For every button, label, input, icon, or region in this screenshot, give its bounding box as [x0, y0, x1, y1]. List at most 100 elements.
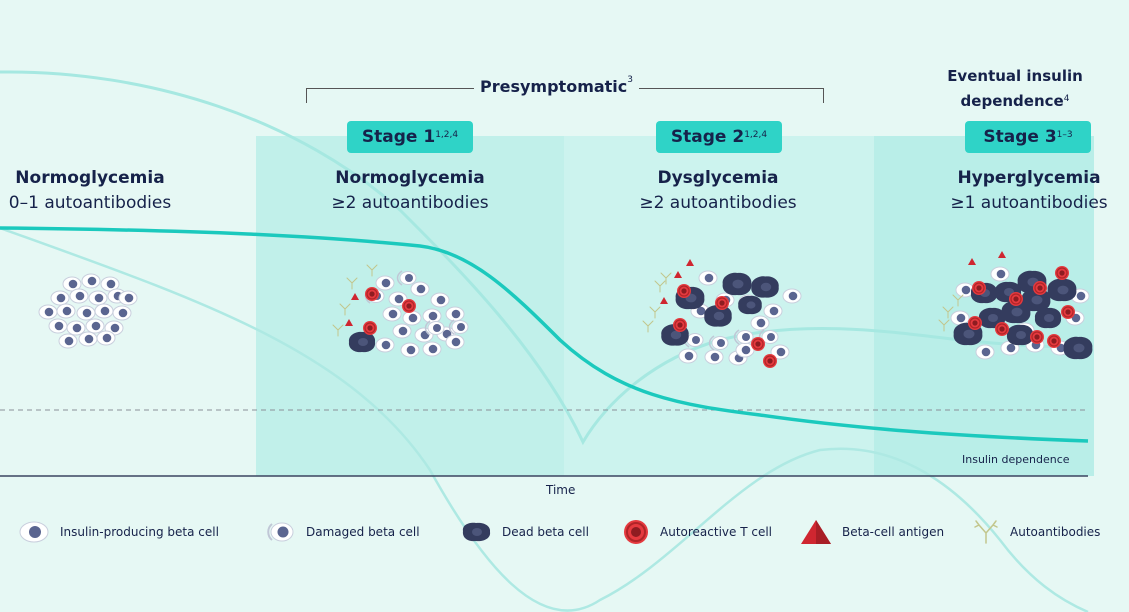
beta-cell	[445, 306, 465, 322]
beta-cell	[392, 323, 412, 339]
beta-cell	[382, 306, 402, 322]
beta-cell	[763, 303, 783, 319]
beta-cell	[388, 291, 408, 307]
t-cell	[402, 299, 416, 313]
dead-beta-cell	[751, 276, 779, 298]
t-cell	[1055, 266, 1069, 280]
beta-cell	[85, 318, 105, 334]
beta-cell	[698, 270, 718, 286]
autoantibody	[332, 324, 344, 337]
dead-beta-cell	[1001, 300, 1031, 324]
autoantibody	[339, 303, 351, 316]
beta-cell	[66, 320, 86, 336]
legend-dead-beta-cell: Dead beta cell	[460, 519, 589, 545]
beta-cell	[78, 331, 98, 347]
damaged-beta-cell	[733, 329, 754, 345]
beta-cell-icon	[19, 521, 49, 543]
beta-cell	[112, 305, 132, 321]
beta-cell	[955, 282, 975, 298]
beta-cell	[445, 334, 465, 350]
dead-beta-cell	[738, 295, 762, 315]
beta-cell	[96, 330, 116, 346]
t-cell	[763, 354, 777, 368]
beta-cell	[118, 290, 138, 306]
beta-cell	[704, 349, 724, 365]
beta-cell	[678, 348, 698, 364]
beta-cell-antigen	[345, 319, 353, 326]
beta-cell	[400, 342, 420, 358]
beta-cell	[422, 308, 442, 324]
autoantibody	[660, 272, 672, 285]
beta-cell	[50, 290, 70, 306]
beta-cell	[38, 304, 58, 320]
autoantibody-icon	[974, 520, 998, 544]
t-cell	[1047, 334, 1061, 348]
t-cell	[995, 322, 1009, 336]
stage-0-title: Normoglycemia	[15, 168, 165, 188]
autoantibody	[366, 264, 378, 277]
autoantibody	[346, 277, 358, 290]
t-cell	[677, 284, 691, 298]
legend-antigen: Beta-cell antigen	[800, 519, 944, 545]
beta-cell	[88, 290, 108, 306]
decorative-wave	[0, 226, 1089, 612]
beta-cell	[422, 341, 442, 357]
autoantibody	[942, 306, 954, 319]
damaged-beta-cell	[683, 332, 704, 348]
stage-0-subtitle: 0–1 autoantibodies	[8, 193, 172, 213]
beta-cell	[770, 344, 790, 360]
dead-beta-cell	[1006, 324, 1034, 346]
beta-cell-antigen	[351, 293, 359, 300]
damaged-beta-cell	[758, 329, 779, 345]
beta-cell	[430, 292, 450, 308]
autoantibody	[649, 306, 661, 319]
beta-cell-antigen	[968, 258, 976, 265]
legend-beta-cell: Insulin-producing beta cell	[18, 519, 219, 545]
autoantibody	[952, 294, 964, 307]
beta-cell	[410, 281, 430, 297]
damaged-beta-cell	[396, 270, 417, 286]
t-cell	[363, 321, 377, 335]
stage-3-subtitle: ≥1 autoantibodies	[950, 193, 1108, 213]
autoantibody	[642, 320, 654, 333]
beta-cell	[100, 276, 120, 292]
t-cell	[1061, 305, 1075, 319]
beta-cell	[48, 318, 68, 334]
autoantibody	[938, 319, 950, 332]
stage-3-pill: Stage 31–3	[965, 121, 1091, 153]
curves-layer	[0, 70, 1093, 612]
stage-2-pill: Stage 21,2,4	[656, 121, 782, 153]
dead-beta-cell	[1047, 278, 1077, 302]
t-cell	[968, 316, 982, 330]
dead-beta-cell-icon	[462, 522, 491, 542]
staging-diagram: Presymptomatic3 Eventual insulin depende…	[0, 67, 1108, 612]
stage-3-panel	[874, 136, 1094, 476]
damaged-beta-cell	[448, 319, 469, 335]
t-cell	[715, 296, 729, 310]
t-cell	[1030, 330, 1044, 344]
beta-cell	[81, 273, 101, 289]
stage-3-title: Hyperglycemia	[957, 168, 1101, 188]
beta-cell	[990, 266, 1010, 282]
antigen-icon	[801, 520, 831, 544]
t-cell	[365, 287, 379, 301]
damaged-beta-cell-icon	[267, 522, 294, 542]
t-cell	[972, 281, 986, 295]
dead-beta-cell	[722, 272, 752, 296]
dead-beta-cell	[704, 305, 732, 327]
beta-cell-mass-curve	[0, 226, 1089, 443]
t-cell	[1033, 281, 1047, 295]
t-cell	[1009, 292, 1023, 306]
dead-beta-cell	[348, 331, 376, 353]
dead-beta-cell	[1034, 307, 1062, 329]
beta-cell	[58, 333, 78, 349]
eventual-insulin-dependence-label: Eventual insulin dependence4	[947, 67, 1083, 110]
t-cell	[751, 337, 765, 351]
beta-cell	[975, 344, 995, 360]
time-axis-label: Time	[546, 483, 576, 497]
beta-cell-antigen	[660, 297, 668, 304]
stage-1-title: Normoglycemia	[335, 168, 485, 188]
t-cell-icon	[624, 520, 648, 544]
legend-autoantibody: Autoantibodies	[972, 519, 1100, 545]
beta-cell	[375, 337, 395, 353]
